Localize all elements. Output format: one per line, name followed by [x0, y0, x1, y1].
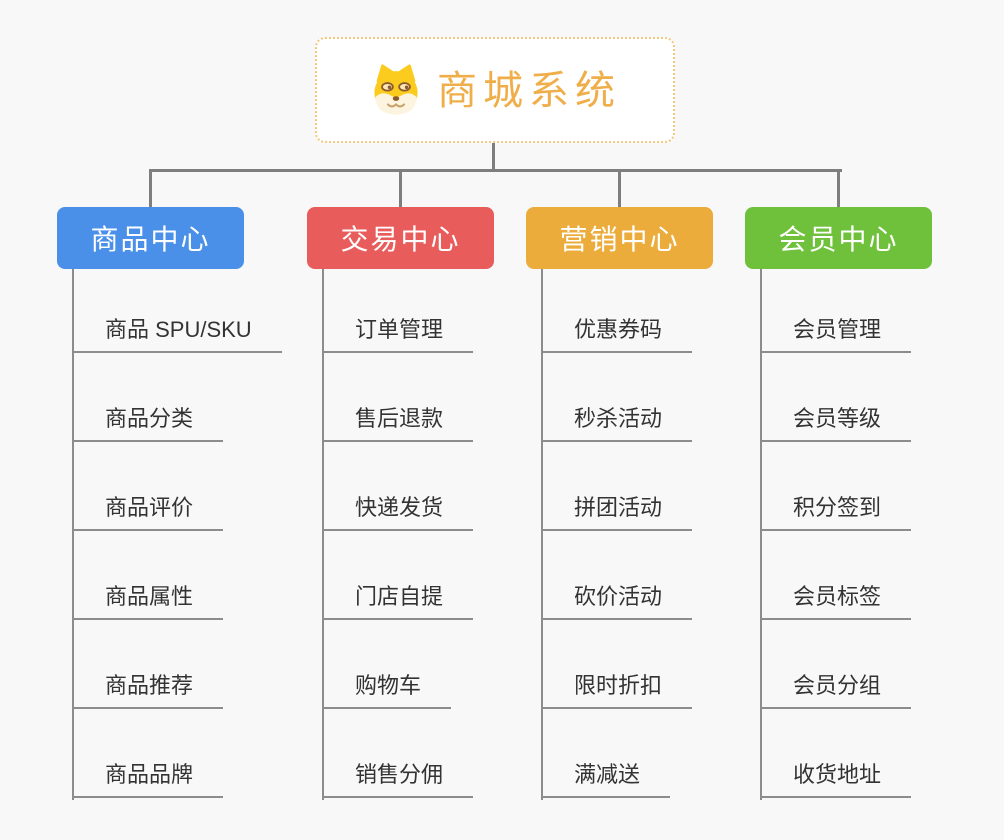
- leaf-item[interactable]: 商品属性: [72, 582, 224, 620]
- leaf-item[interactable]: 优惠券码: [541, 315, 693, 353]
- leaf-item[interactable]: 收货地址: [760, 760, 912, 798]
- leaf-item[interactable]: 门店自提: [322, 582, 474, 620]
- branch-spine: [322, 269, 324, 800]
- leaf-item[interactable]: 商品品牌: [72, 760, 224, 798]
- leaf-item[interactable]: 商品分类: [72, 404, 224, 442]
- leaf-item[interactable]: 会员分组: [760, 671, 912, 709]
- shiba-dog-icon: [369, 63, 423, 117]
- branch-spine: [72, 269, 74, 800]
- leaf-item[interactable]: 砍价活动: [541, 582, 693, 620]
- connector-branch-drop: [149, 171, 152, 207]
- leaf-item[interactable]: 购物车: [322, 671, 452, 709]
- leaf-item[interactable]: 会员等级: [760, 404, 912, 442]
- root-node[interactable]: 商城系统: [315, 37, 675, 143]
- connector-root-stub: [492, 143, 495, 171]
- leaf-item[interactable]: 商品 SPU/SKU: [72, 315, 282, 353]
- leaf-item[interactable]: 限时折扣: [541, 671, 693, 709]
- leaf-item[interactable]: 商品推荐: [72, 671, 224, 709]
- connector-branch-drop: [399, 171, 402, 207]
- branch-spine: [541, 269, 543, 800]
- leaf-item[interactable]: 拼团活动: [541, 493, 693, 531]
- branch-header[interactable]: 商品中心: [57, 207, 244, 269]
- leaf-item[interactable]: 会员管理: [760, 315, 912, 353]
- leaf-item[interactable]: 满减送: [541, 760, 671, 798]
- leaf-item[interactable]: 会员标签: [760, 582, 912, 620]
- leaf-item[interactable]: 秒杀活动: [541, 404, 693, 442]
- branch-header[interactable]: 营销中心: [526, 207, 713, 269]
- leaf-item[interactable]: 积分签到: [760, 493, 912, 531]
- leaf-item[interactable]: 售后退款: [322, 404, 474, 442]
- root-title: 商城系统: [437, 69, 621, 113]
- leaf-item[interactable]: 销售分佣: [322, 760, 474, 798]
- connector-horizontal-rail: [149, 169, 842, 172]
- connector-branch-drop: [837, 171, 840, 207]
- leaf-item[interactable]: 订单管理: [322, 315, 474, 353]
- branch-spine: [760, 269, 762, 800]
- leaf-item[interactable]: 商品评价: [72, 493, 224, 531]
- leaf-item[interactable]: 快递发货: [322, 493, 474, 531]
- connector-branch-drop: [618, 171, 621, 207]
- branch-header[interactable]: 会员中心: [745, 207, 932, 269]
- branch-header[interactable]: 交易中心: [307, 207, 494, 269]
